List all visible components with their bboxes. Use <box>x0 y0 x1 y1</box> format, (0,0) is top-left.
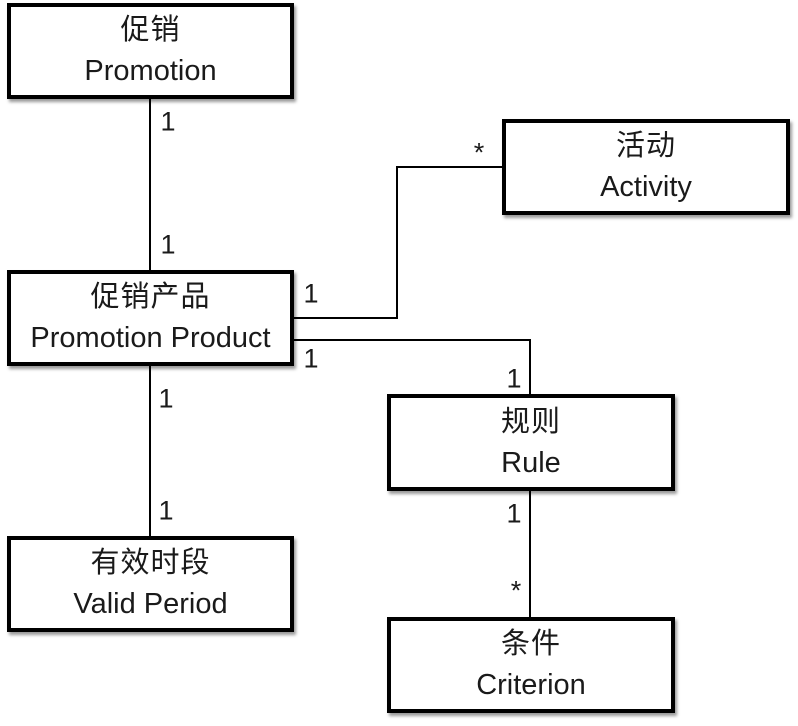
node-valid-period-label-zh: 有效时段 <box>90 547 211 579</box>
node-valid-period-label-en: Valid Period <box>73 588 228 620</box>
node-activity-label-zh: 活动 <box>615 130 676 162</box>
multiplicity-rule-end-to-criterion: 1 <box>506 498 522 529</box>
multiplicity-criterion-end: * <box>510 575 522 606</box>
multiplicity-rule-end-from-promotion-product: 1 <box>506 363 522 394</box>
node-rule-label-en: Rule <box>501 446 561 479</box>
node-criterion-label-en: Criterion <box>476 669 586 701</box>
node-activity-label-en: Activity <box>600 171 692 203</box>
node-valid-period: 有效时段 Valid Period <box>7 536 294 632</box>
node-promotion-label-en: Promotion <box>84 55 217 87</box>
node-promotion-product-label-en: Promotion Product <box>30 322 271 354</box>
node-criterion: 条件 Criterion <box>387 617 675 713</box>
multiplicity-promotion-product-end-to-valid-period: 1 <box>158 383 174 414</box>
node-promotion-label-zh: 促销 <box>120 14 181 46</box>
node-promotion: 促销 Promotion <box>7 3 294 99</box>
node-rule-label-zh: 规则 <box>500 405 561 438</box>
node-activity: 活动 Activity <box>502 119 790 215</box>
multiplicity-promotion-end: 1 <box>160 106 176 137</box>
node-promotion-product: 促销产品 Promotion Product <box>7 270 294 366</box>
multiplicity-valid-period-end: 1 <box>158 495 174 526</box>
multiplicity-promotion-product-end-from-promotion: 1 <box>160 229 176 260</box>
node-rule: 规则 Rule <box>387 394 675 491</box>
multiplicity-promotion-product-end-to-rule: 1 <box>303 343 319 374</box>
edge-promotion-product-to-activity <box>291 166 503 319</box>
multiplicity-activity-end: * <box>473 137 485 168</box>
node-criterion-label-zh: 条件 <box>500 628 561 660</box>
multiplicity-promotion-product-end-to-activity: 1 <box>303 278 319 309</box>
edge-promotion-product-to-rule <box>291 339 531 395</box>
node-promotion-product-label-zh: 促销产品 <box>90 281 211 313</box>
